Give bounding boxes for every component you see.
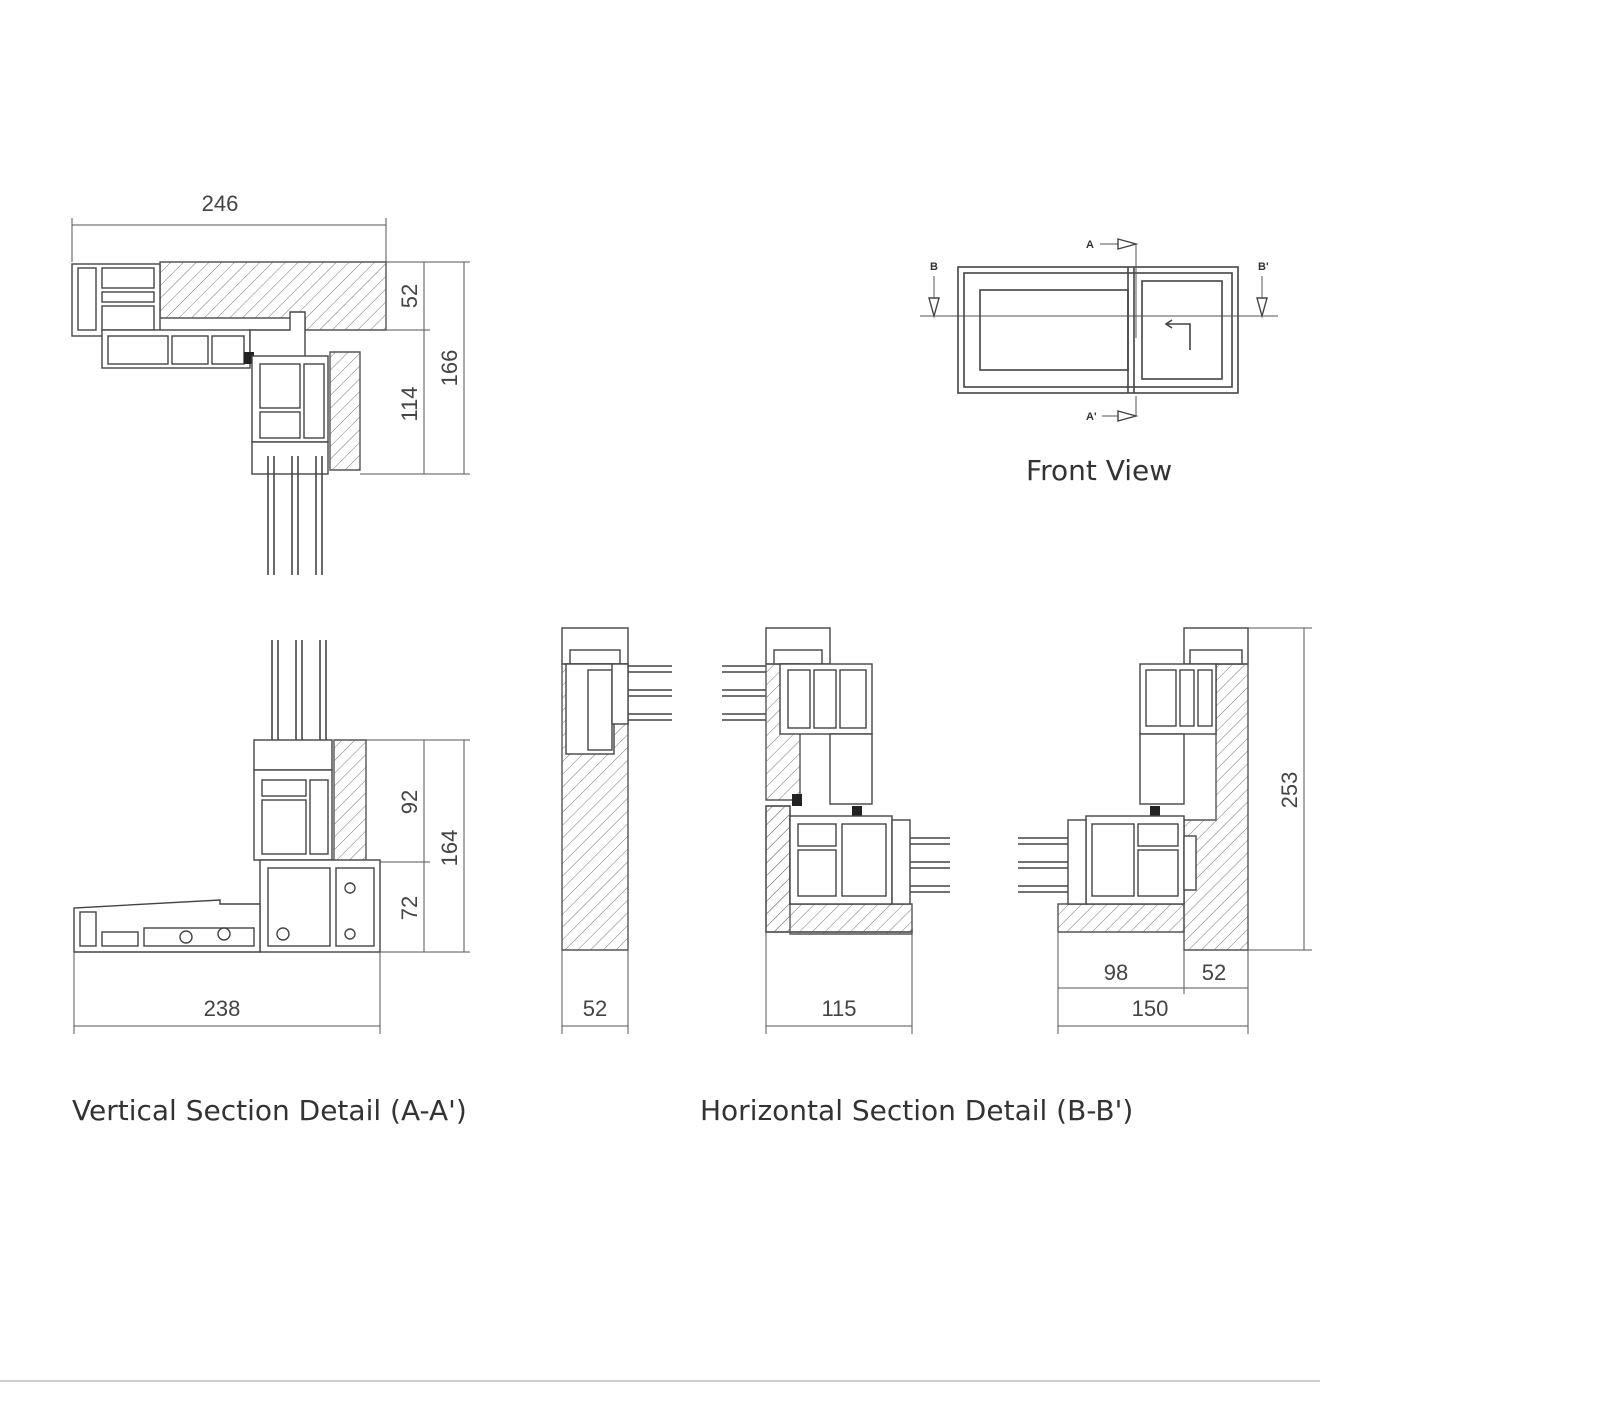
- dim-top-frame: 114: [397, 386, 422, 421]
- dim-right-inner: 98: [1104, 960, 1128, 985]
- dim-top-total: 166: [437, 350, 462, 387]
- label-b-prime: B': [1258, 261, 1269, 273]
- dim-top-width: 246: [202, 191, 239, 216]
- front-view-caption: Front View: [1026, 454, 1172, 487]
- label-a: A: [1086, 239, 1094, 251]
- label-a-prime: A': [1086, 411, 1097, 423]
- dim-bottom-width: 238: [204, 996, 241, 1021]
- dim-bottom-upper: 92: [397, 790, 422, 814]
- front-view: A A' B B': [920, 238, 1278, 423]
- dim-middle-width: 115: [821, 996, 856, 1021]
- horizontal-section-middle: 115: [722, 627, 950, 1034]
- dim-right-height: 253: [1277, 772, 1302, 809]
- vertical-section-top: 246 52 114: [71, 191, 470, 575]
- dim-right-total: 150: [1132, 996, 1169, 1021]
- vertical-section-bottom: 92 72 164 238: [73, 640, 470, 1034]
- dim-right-wall: 52: [1202, 960, 1226, 985]
- dim-left-wall: 52: [583, 996, 607, 1021]
- dim-bottom-lower: 72: [397, 896, 422, 920]
- horizontal-section-left: 52: [561, 627, 672, 1034]
- vertical-section-caption: Vertical Section Detail (A-A'): [72, 1094, 467, 1127]
- horizontal-section-right: 253 98 52 150: [1018, 627, 1312, 1034]
- label-b: B: [930, 261, 938, 273]
- dim-top-wall: 52: [397, 284, 422, 308]
- horizontal-section-caption: Horizontal Section Detail (B-B'): [700, 1094, 1133, 1127]
- dim-bottom-total: 164: [437, 830, 462, 867]
